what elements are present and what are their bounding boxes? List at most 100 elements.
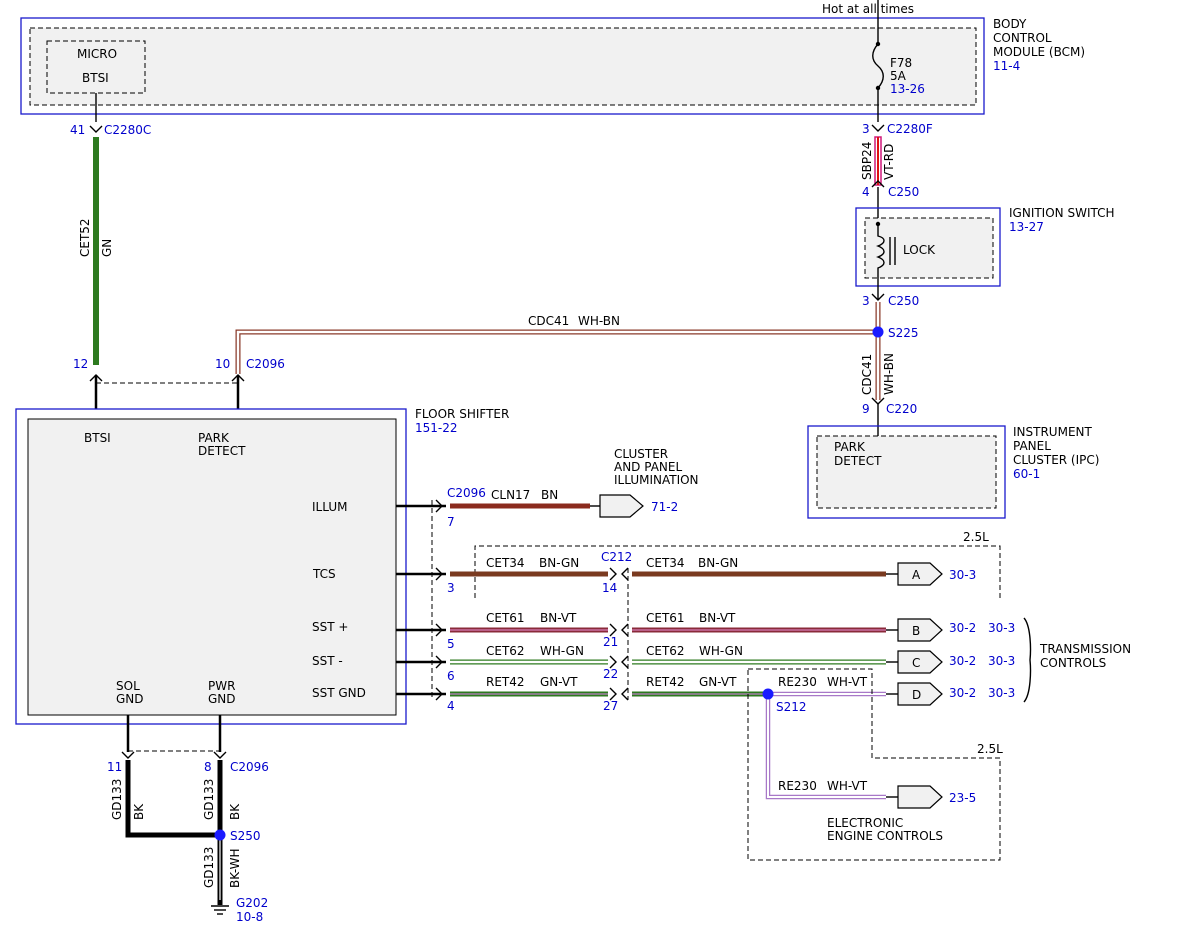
floor-shifter-btsi: BTSI (84, 431, 111, 445)
fuse-f78-icon (872, 43, 884, 89)
cet62-right-circuit: CET62 (646, 644, 685, 658)
sbp24-color: VT-RD (882, 144, 896, 180)
bcm-name-line3: MODULE (BCM) (993, 45, 1085, 59)
ipc-ref: 60-1 (1013, 467, 1040, 481)
connector-c2280f-pin (871, 124, 885, 132)
cet34-left-color: BN-GN (539, 556, 579, 570)
splice-s250 (214, 829, 226, 841)
c2096-top-pin10: 10 (215, 357, 230, 371)
c2096-right-label: C2096 (447, 486, 486, 500)
re230-bottom-circuit: RE230 (778, 779, 817, 793)
trans-conn-a: A (912, 568, 921, 582)
bcm-name-line2: CONTROL (993, 31, 1052, 45)
c2096-top-pin12: 12 (73, 357, 88, 371)
cet52-color: GN (100, 239, 114, 257)
gd133-sol-color: BK (132, 803, 146, 820)
c212-connectors (609, 567, 629, 701)
c2096-right-pin4: 4 (447, 699, 455, 713)
floor-shifter-tcs: TCS (312, 567, 336, 581)
splice-s212 (762, 688, 774, 700)
cet34-left-circuit: CET34 (486, 556, 525, 570)
ignition-lock-label: LOCK (903, 243, 936, 257)
g202-ref: 10-8 (236, 910, 263, 924)
c2280c-pin-41: 41 (70, 123, 85, 137)
c250-top-pin: 4 (862, 185, 870, 199)
c2280c-label: C2280C (104, 123, 151, 137)
fuse-rating: 5A (890, 69, 907, 83)
hot-at-all-times-label: Hot at all times (822, 2, 914, 16)
cet62-right-color: WH-GN (699, 644, 743, 658)
trans-conn-b: B (912, 624, 920, 638)
ignition-lock-icon (876, 224, 885, 288)
s212-label: S212 (776, 700, 807, 714)
eec-25l-label: 2.5L (977, 742, 1003, 756)
cdc41-v-circuit: CDC41 (860, 354, 874, 395)
s225-label: S225 (888, 326, 919, 340)
floor-shifter-sol: SOL (116, 679, 140, 693)
gd133-sol-circuit: GD133 (110, 779, 124, 820)
floor-shifter-illum: ILLUM (312, 500, 347, 514)
floor-shifter-detect: DETECT (198, 444, 246, 458)
c2096-right-pin3: 3 (447, 581, 455, 595)
floor-shifter-module: BTSI PARK DETECT ILLUM TCS SST + SST - S… (15, 407, 509, 725)
ret42-right-color: GN-VT (699, 675, 737, 689)
re230-bottom-color: WH-VT (827, 779, 868, 793)
floor-shifter-sst-plus: SST + (312, 620, 348, 634)
cln17-circuit: CLN17 (491, 488, 530, 502)
trans-title-line1: TRANSMISSION (1039, 642, 1131, 656)
dash-box-25l-eec (747, 668, 1001, 861)
fuse-ref: 13-26 (890, 82, 925, 96)
bcm-ref: 11-4 (993, 59, 1020, 73)
c212-pin27: 27 (603, 699, 618, 713)
floor-shifter-sol-gnd: GND (116, 692, 144, 706)
trans-a-ref: 30-3 (949, 568, 976, 582)
connector-c2280c-pin (89, 125, 103, 133)
gd133-main-color: BK-WH (228, 848, 242, 888)
floor-shifter-sst-minus: SST - (312, 654, 343, 668)
floor-shifter-park: PARK (198, 431, 230, 445)
trans-d-ref1: 30-2 (949, 686, 976, 700)
floor-shifter-sst-gnd: SST GND (312, 686, 366, 700)
ground-g202-icon (211, 905, 229, 915)
floor-shifter-pwr: PWR (208, 679, 235, 693)
cdc41-v-color: WH-BN (882, 353, 896, 395)
trans-conn-d: D (912, 688, 921, 702)
cdc41-h-circuit: CDC41 (528, 314, 569, 328)
cln17-color: BN (541, 488, 558, 502)
cluster-illum-line1: CLUSTER (614, 447, 668, 461)
trans-connector-flags (897, 562, 943, 809)
gd133-main-circuit: GD133 (202, 847, 216, 888)
cet52-circuit: CET52 (78, 218, 92, 257)
cluster-illum-line2: AND PANEL (614, 460, 682, 474)
cdc41-h-color: WH-BN (578, 314, 620, 328)
c2096-pin11-connector (121, 751, 135, 759)
c250-top-label: C250 (888, 185, 919, 199)
ret42-left-circuit: RET42 (486, 675, 525, 689)
c2096-top-label: C2096 (246, 357, 285, 371)
cet62-left-color: WH-GN (540, 644, 584, 658)
ipc-name-line1: INSTRUMENT (1013, 425, 1092, 439)
ipc-name-line3: CLUSTER (IPC) (1013, 453, 1099, 467)
cet34-right-color: BN-GN (698, 556, 738, 570)
trans-conn-c: C (912, 656, 920, 670)
ret42-left-color: GN-VT (540, 675, 578, 689)
g202-label: G202 (236, 896, 268, 910)
sbp24-circuit: SBP24 (860, 142, 874, 180)
c250-bottom-pin: 3 (862, 294, 870, 308)
c2280f-pin-3: 3 (862, 122, 870, 136)
cet34-right-circuit: CET34 (646, 556, 685, 570)
c2096-right-pin6: 6 (447, 669, 455, 683)
bcm-module: MICRO BTSI BODY CONTROL MODULE (BCM) 11-… (20, 17, 1085, 115)
connector-c250-top (871, 180, 885, 188)
eec-title-line1: ELECTRONIC (827, 816, 903, 830)
fuse-name: F78 (890, 56, 912, 70)
eec-title-line2: ENGINE CONTROLS (827, 829, 943, 843)
c212-pin22: 22 (603, 667, 618, 681)
cet61-right-color: BN-VT (699, 611, 736, 625)
trans-b-ref1: 30-2 (949, 621, 976, 635)
eec-ref: 23-5 (949, 791, 976, 805)
ret42-right-circuit: RET42 (646, 675, 685, 689)
cluster-illum-line3: ILLUMINATION (614, 473, 699, 487)
c212-label: C212 (601, 550, 632, 564)
